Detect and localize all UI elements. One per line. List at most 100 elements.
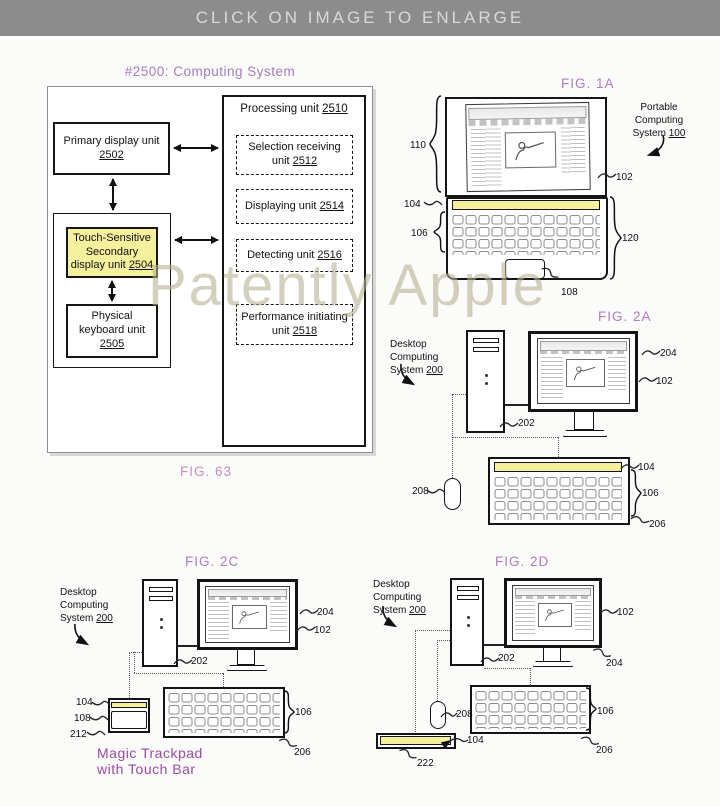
callout-102: 102 [616,172,633,183]
cable-2d-2 [437,640,450,641]
unit-2518-label: Performance initiating unit [241,310,348,337]
fig2a-brace-106 [630,469,642,517]
fig2d-brace-106 [585,687,597,731]
arrow-primary-secondary [109,178,117,211]
fig2a-callout-104: 104 [638,462,655,473]
cable-2c-trackpad [129,652,130,700]
fig2a-monitor-cable [505,404,528,406]
unit-displaying: Displaying unit 2514 [236,189,353,224]
unit-performance-initiating: Performance initiating unit 2518 [236,304,353,345]
fig2a-tower [466,330,505,433]
fig2c-monitor-base [227,665,267,671]
fig2d-callout-104: 104 [467,735,484,746]
fig2a-system-arrow [400,363,416,386]
unit-2512-num: 2512 [292,155,318,167]
fig2c-leader-206 [278,738,298,747]
block-touch-secondary: Touch-Sensitive Secondary display unit 2… [66,227,158,278]
fig2d-caption: FIG. 2D [495,554,550,569]
fig2d-callout-204: 204 [606,658,623,669]
cable-2a-mouse [452,394,453,478]
callout-110: 110 [410,140,426,151]
cable-2c-keyboard [223,673,224,687]
callout-104: 104 [404,199,421,210]
cable-2c-1 [129,652,142,653]
fig2a-monitor-stand [574,412,594,430]
cable-2c-2 [134,652,135,673]
fig2a-leader-104 [620,464,640,470]
fig2a-leader-206 [630,516,650,524]
fig2d-callout-102: 102 [617,607,634,618]
fig2c-callout-108: 108 [74,713,91,724]
fig2c-leader-212 [86,730,106,736]
fig2c-monitor-stand [237,650,255,665]
physical-keyboard-num: 2505 [99,337,125,350]
fig2a-mouse [444,478,461,510]
callout-108: 108 [561,287,578,298]
enlarge-banner: CLICK ON IMAGE TO ENLARGE [0,0,720,36]
brace-120 [609,196,622,280]
fig2c-callout-104: 104 [76,697,93,708]
standalone-touch-bar-strip [380,736,451,745]
fig1a-caption: FIG. 1A [561,76,615,91]
fig2c-leader-202 [173,659,193,665]
leader-104 [423,200,443,206]
callout-120: 120 [622,233,639,244]
block-physical-keyboard: Physical keyboard unit 2505 [66,304,158,358]
fig2d-callout-206: 206 [596,745,613,756]
cable-2d-keyboard [530,668,531,685]
magic-trackpad-surface [111,711,147,729]
brace-106 [433,211,446,253]
fig1a-system-arrow [646,134,665,157]
fig2c-leader-204 [299,609,319,615]
fig2d-callout-208: 208 [456,709,473,720]
fig2d-callout-202: 202 [498,653,515,664]
arrow-touch-keyboard [108,280,116,302]
fig2d-callout-106: 106 [597,706,614,717]
fig2d-leader-222 [399,749,417,759]
physical-keyboard-label: Physical keyboard unit [78,310,146,337]
arrow-secondary-processing [174,236,219,244]
fig2a-callout-102: 102 [656,376,673,387]
fig2a-keyboard-keys [494,476,622,520]
fig2d-keyboard-keys [475,690,586,729]
fig2a-callout-208: 208 [412,486,429,497]
unit-2514-num: 2514 [319,199,345,212]
cable-2a-keyboard [558,437,559,457]
primary-display-num: 2502 [99,148,124,161]
fig2a-webpage-sketch [537,338,630,404]
fig2d-leader-104 [440,738,469,749]
fig2c-tower [142,579,178,667]
cable-2d-1 [415,630,450,631]
fig2a-caption: FIG. 2A [598,309,652,324]
fig2c-callout-212: 212 [70,729,87,740]
fig2c-callout-106: 106 [295,707,312,718]
fig2c-leader-108 [89,715,109,721]
cable-2c-3 [134,673,223,674]
fig2c-callout-204: 204 [317,607,334,618]
fig2d-callout-222: 222 [417,758,434,769]
fig2a-callout-206: 206 [649,519,666,530]
fig2c-leader-102 [296,626,316,632]
enlarge-banner-text: CLICK ON IMAGE TO ENLARGE [195,8,525,27]
leader-102 [597,173,617,179]
laptop-keyboard-keys [452,214,600,255]
magic-trackpad-touch-bar [111,702,147,708]
fig2d-system-label: Desktop Computing System 200 [373,579,426,616]
arrow-primary-processing [173,144,219,152]
unit-2516-num: 2516 [317,248,342,261]
fig2d-leader-206 [580,736,600,745]
fig2d-leader-204 [592,648,611,657]
fig2a-callout-106: 106 [642,488,659,499]
cable-2d-mouse [437,640,438,701]
fig2c-leader-104 [91,700,111,706]
touch-secondary-label: Touch-Sensitive Secondary display unit [70,231,151,272]
fig2c-monitor-cable [178,645,197,647]
processing-unit-label: Processing unit [240,103,319,115]
cable-2d-touchbar [415,630,416,734]
fig2d-monitor-stand [543,648,561,662]
fig2d-leader-102 [599,609,619,615]
unit-2518-num: 2518 [292,324,318,337]
unit-2516-label: Detecting unit [247,248,315,261]
block-primary-display: Primary display unit 2502 [53,122,170,175]
